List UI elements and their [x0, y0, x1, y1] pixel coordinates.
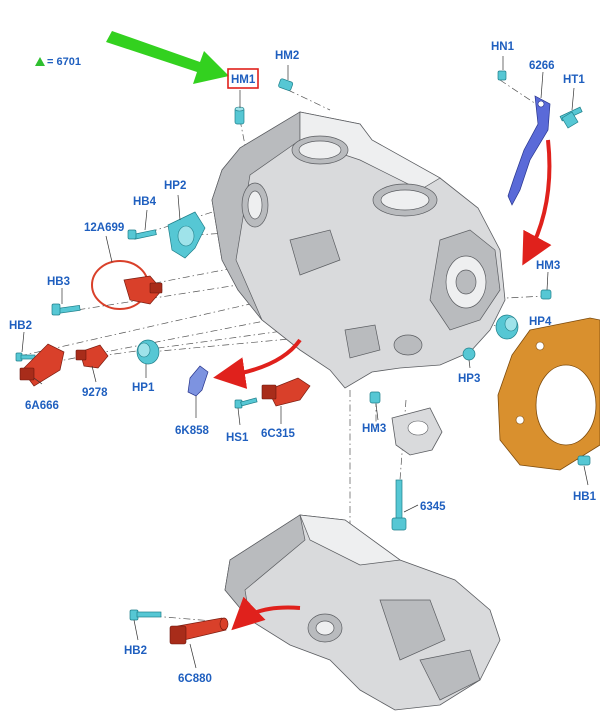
- cylinder-block: [211, 111, 506, 389]
- callout-6345[interactable]: 6345: [420, 501, 446, 513]
- part-6k858-bracket: [187, 365, 209, 397]
- callout-6c315[interactable]: 6C315: [261, 428, 295, 440]
- highlight-box: [227, 68, 259, 89]
- legend-text: = 6701: [47, 56, 81, 68]
- callout-6k858[interactable]: 6K858: [175, 425, 209, 437]
- callout-hb2-left[interactable]: HB2: [9, 320, 32, 332]
- part-ht1-stud: [559, 106, 583, 129]
- callout-hs1[interactable]: HS1: [226, 432, 249, 444]
- part-hp4-plug: [495, 314, 519, 340]
- part-hb3-bolt: [51, 303, 81, 316]
- callout-hb2-bottom[interactable]: HB2: [124, 645, 147, 657]
- legend-triangle-icon: [35, 57, 45, 66]
- part-6a666-sensor: [19, 343, 65, 387]
- callout-hp3[interactable]: HP3: [458, 373, 480, 385]
- part-hb2-bolt-bottom: [129, 609, 162, 621]
- part-hb4-bolt: [127, 229, 157, 240]
- part-6c315-sensor: [261, 377, 311, 407]
- callout-hb4[interactable]: HB4: [133, 196, 157, 208]
- legend: = 6701: [35, 56, 81, 68]
- rear-cover-plate: [497, 317, 600, 471]
- part-hp3-plug: [462, 347, 476, 361]
- callout-labels: HM1 HM2 HN1 6266 HT1 HB4 HP2 12A699 HM3 …: [9, 41, 597, 685]
- part-hp2-sensor: [167, 211, 206, 259]
- part-hm1-dowel: [234, 106, 245, 125]
- part-6c880-valve: [169, 617, 229, 645]
- leader-lines: [21, 56, 589, 669]
- callout-hm1[interactable]: HM1: [231, 74, 256, 86]
- motion-arrows: [213, 139, 552, 631]
- callout-hp2[interactable]: HP2: [164, 180, 186, 192]
- part-6266-bracket: [507, 95, 551, 206]
- callout-6c880[interactable]: 6C880: [178, 673, 212, 685]
- part-hm2-dowel: [278, 78, 294, 91]
- callout-hm2[interactable]: HM2: [275, 50, 299, 62]
- callout-hm3-center[interactable]: HM3: [362, 423, 386, 435]
- callout-hb3[interactable]: HB3: [47, 276, 70, 288]
- part-hm3-dowel-center: [369, 391, 381, 404]
- part-hn1-nut: [497, 70, 507, 81]
- callout-hp4[interactable]: HP4: [529, 316, 552, 328]
- part-hs1-screw: [234, 397, 258, 409]
- callout-6266[interactable]: 6266: [529, 60, 555, 72]
- callout-12a699[interactable]: 12A699: [84, 222, 124, 234]
- part-6345-bolt: [391, 479, 407, 531]
- callout-hp1[interactable]: HP1: [132, 382, 155, 394]
- part-12a699-harness: [91, 260, 163, 310]
- oil-pan: [224, 514, 501, 711]
- part-hp1-plug: [136, 339, 160, 365]
- part-hm3-dowel-right: [540, 289, 552, 300]
- callout-hn1[interactable]: HN1: [491, 41, 515, 53]
- part-hb1-bolt: [577, 455, 591, 466]
- callout-hm3-right[interactable]: HM3: [536, 260, 560, 272]
- callout-hb1[interactable]: HB1: [573, 491, 597, 503]
- callout-6a666[interactable]: 6A666: [25, 400, 59, 412]
- callout-9278[interactable]: 9278: [82, 387, 108, 399]
- part-9278-sensor: [75, 344, 109, 369]
- main-bearing-cap: [391, 407, 443, 456]
- green-pointer-arrow: [106, 31, 229, 84]
- callout-ht1[interactable]: HT1: [563, 74, 585, 86]
